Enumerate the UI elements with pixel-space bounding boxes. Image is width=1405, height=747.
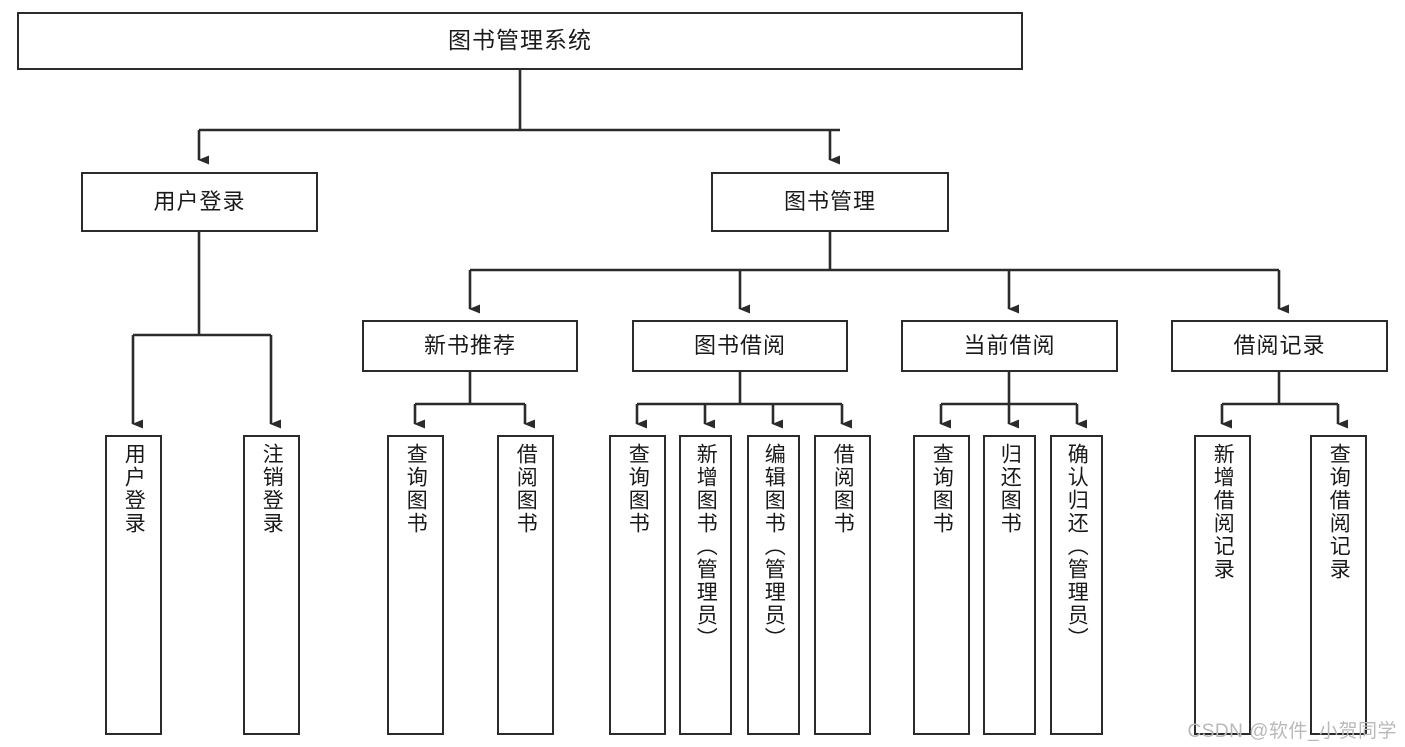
- node-user-login[interactable]: 用户登录: [81, 172, 318, 232]
- leaf-user-login[interactable]: 用户登录: [105, 435, 162, 735]
- leaf-query-borrow-record[interactable]: 查询借阅记录: [1310, 435, 1367, 735]
- node-label: 图书管理系统: [448, 27, 592, 54]
- node-label: 新书推荐: [423, 332, 516, 358]
- node-label: 查询图书: [404, 443, 428, 535]
- node-label: 查询借阅记录: [1327, 443, 1351, 581]
- leaf-borrow-book-borrow[interactable]: 借阅图书: [814, 435, 871, 735]
- node-book-borrow[interactable]: 图书借阅: [632, 320, 848, 372]
- node-label: 查询图书: [930, 443, 954, 535]
- leaf-confirm-return[interactable]: 确认归还（管理员）: [1050, 435, 1103, 735]
- node-label: 借阅图书: [831, 443, 855, 535]
- node-label: 借阅记录: [1233, 332, 1326, 358]
- leaf-borrow-book-new-recommend[interactable]: 借阅图书: [497, 435, 554, 735]
- node-borrow-record[interactable]: 借阅记录: [1171, 320, 1388, 372]
- node-label: 新增图书（管理员）: [694, 443, 718, 650]
- leaf-query-book-borrow[interactable]: 查询图书: [609, 435, 666, 735]
- leaf-add-borrow-record[interactable]: 新增借阅记录: [1194, 435, 1251, 735]
- leaf-query-book-current[interactable]: 查询图书: [913, 435, 970, 735]
- leaf-return-book[interactable]: 归还图书: [983, 435, 1036, 735]
- csdn-watermark: CSDN @软件_小贺同学: [1187, 721, 1397, 742]
- node-label: 编辑图书（管理员）: [762, 443, 786, 650]
- node-label: 用户登录: [153, 188, 246, 214]
- node-new-book-recommend[interactable]: 新书推荐: [362, 320, 578, 372]
- leaf-edit-book[interactable]: 编辑图书（管理员）: [747, 435, 800, 735]
- leaf-logout-login[interactable]: 注销登录: [243, 435, 300, 735]
- node-current-borrow[interactable]: 当前借阅: [901, 320, 1118, 372]
- leaf-add-book[interactable]: 新增图书（管理员）: [679, 435, 732, 735]
- node-label: 归还图书: [998, 443, 1022, 535]
- node-label: 确认归还（管理员）: [1065, 443, 1089, 650]
- node-book-management-system[interactable]: 图书管理系统: [17, 12, 1023, 70]
- node-label: 用户登录: [122, 443, 146, 535]
- node-label: 查询图书: [626, 443, 650, 535]
- node-label: 图书借阅: [693, 332, 786, 358]
- node-label: 当前借阅: [963, 332, 1056, 358]
- node-label: 新增借阅记录: [1211, 443, 1235, 581]
- node-book-management[interactable]: 图书管理: [711, 172, 949, 232]
- leaf-query-book-new-recommend[interactable]: 查询图书: [387, 435, 444, 735]
- node-label: 借阅图书: [514, 443, 538, 535]
- node-label: 注销登录: [260, 443, 284, 535]
- node-label: 图书管理: [783, 188, 876, 214]
